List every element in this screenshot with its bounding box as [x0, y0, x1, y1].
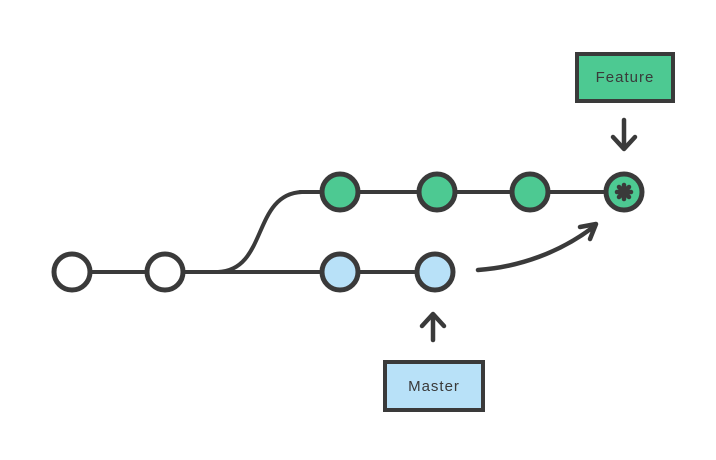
- commit-node-feature-2: [416, 171, 458, 213]
- feature-branch-label-text: Feature: [595, 69, 655, 86]
- merge-arrowhead-icon: [577, 221, 599, 242]
- commit-node-initial-2: [144, 251, 186, 293]
- commit-node-feature-1: [319, 171, 361, 213]
- merge-arrow-curve: [475, 225, 595, 273]
- branch-split-curve: [216, 190, 304, 274]
- master-branch-label-text: Master: [408, 377, 460, 395]
- master-up-arrow-icon: [419, 311, 447, 343]
- merge-commit-node: [603, 171, 645, 213]
- master-branch-label: Master: [383, 360, 485, 412]
- commit-node-master-2: [414, 251, 456, 293]
- feature-down-arrow-icon: [610, 117, 638, 152]
- commit-node-initial-1: [51, 251, 93, 293]
- feature-branch-label: Feature: [575, 52, 675, 103]
- merge-asterisk-icon: [614, 182, 634, 202]
- commit-node-feature-3: [509, 171, 551, 213]
- commit-node-master-1: [319, 251, 361, 293]
